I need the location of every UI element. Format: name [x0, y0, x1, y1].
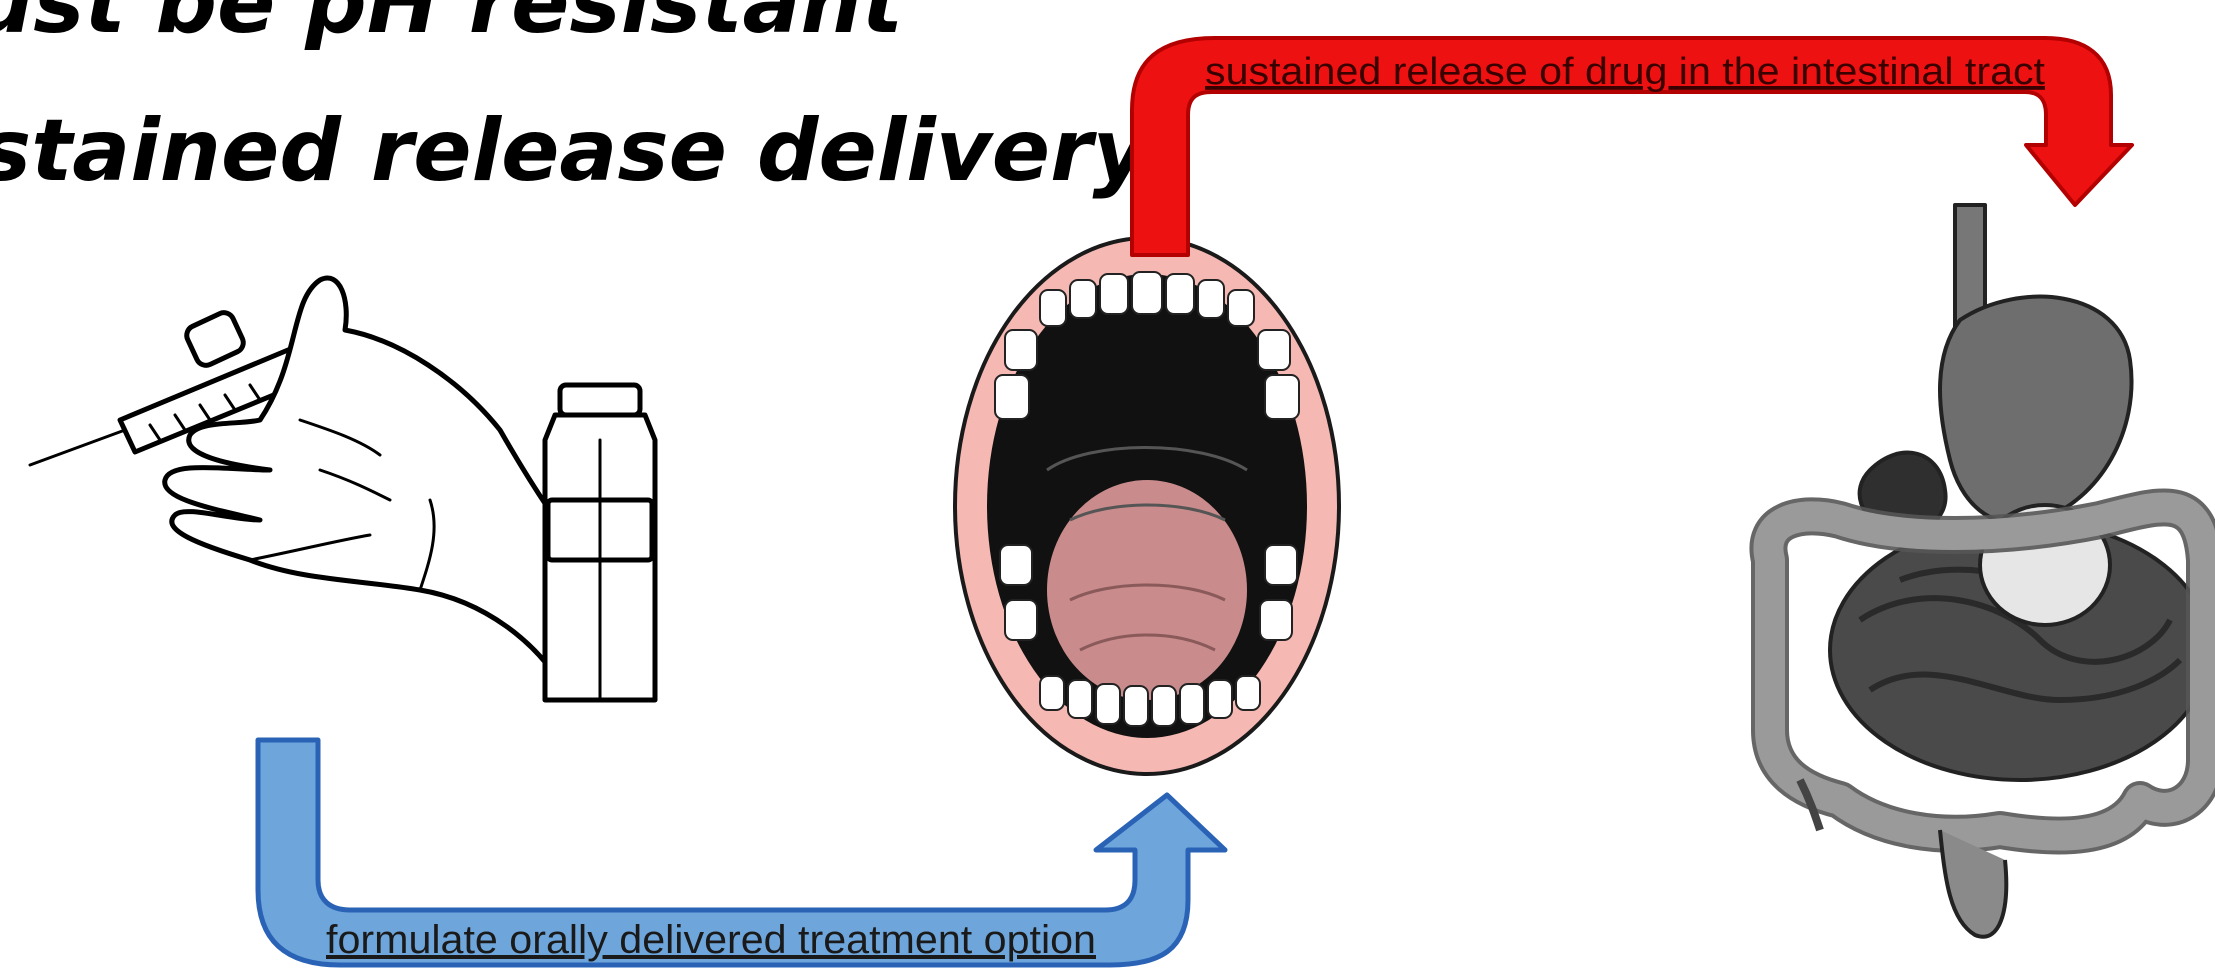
- digestive-tract-icon: [1768, 205, 2210, 937]
- open-mouth-icon: [955, 238, 1339, 774]
- red-arrow-label: sustained release of drug in the intesti…: [1205, 51, 2045, 93]
- syringe-hand-icon: [30, 278, 655, 700]
- blue-arrow-label: formulate orally delivered treatment opt…: [326, 918, 1096, 962]
- blue-arrow: formulate orally delivered treatment opt…: [258, 740, 1225, 965]
